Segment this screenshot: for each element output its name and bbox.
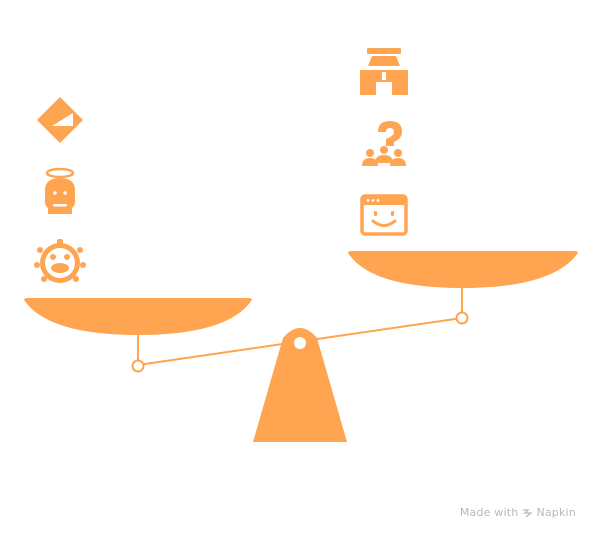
left-beam-end-ring (131, 359, 145, 373)
smiley-browser-icon (360, 194, 408, 236)
angel-person-icon (45, 167, 75, 214)
scale-fulcrum (253, 328, 347, 442)
watermark-brand: Napkin (536, 506, 576, 519)
octopus-face-icon (34, 239, 86, 283)
right-scale-pan (348, 251, 578, 288)
question-group-icon (362, 121, 406, 166)
right-beam-end-ring (455, 311, 469, 325)
road-diamond-icon (37, 97, 83, 143)
napkin-watermark[interactable]: Made with Napkin (460, 506, 576, 519)
watermark-prefix: Made with (459, 506, 519, 519)
left-scale-pan (24, 298, 252, 335)
napkin-logo-icon (523, 508, 533, 518)
fulcrum-pivot (294, 337, 306, 349)
road-bridge-icon (360, 48, 408, 95)
